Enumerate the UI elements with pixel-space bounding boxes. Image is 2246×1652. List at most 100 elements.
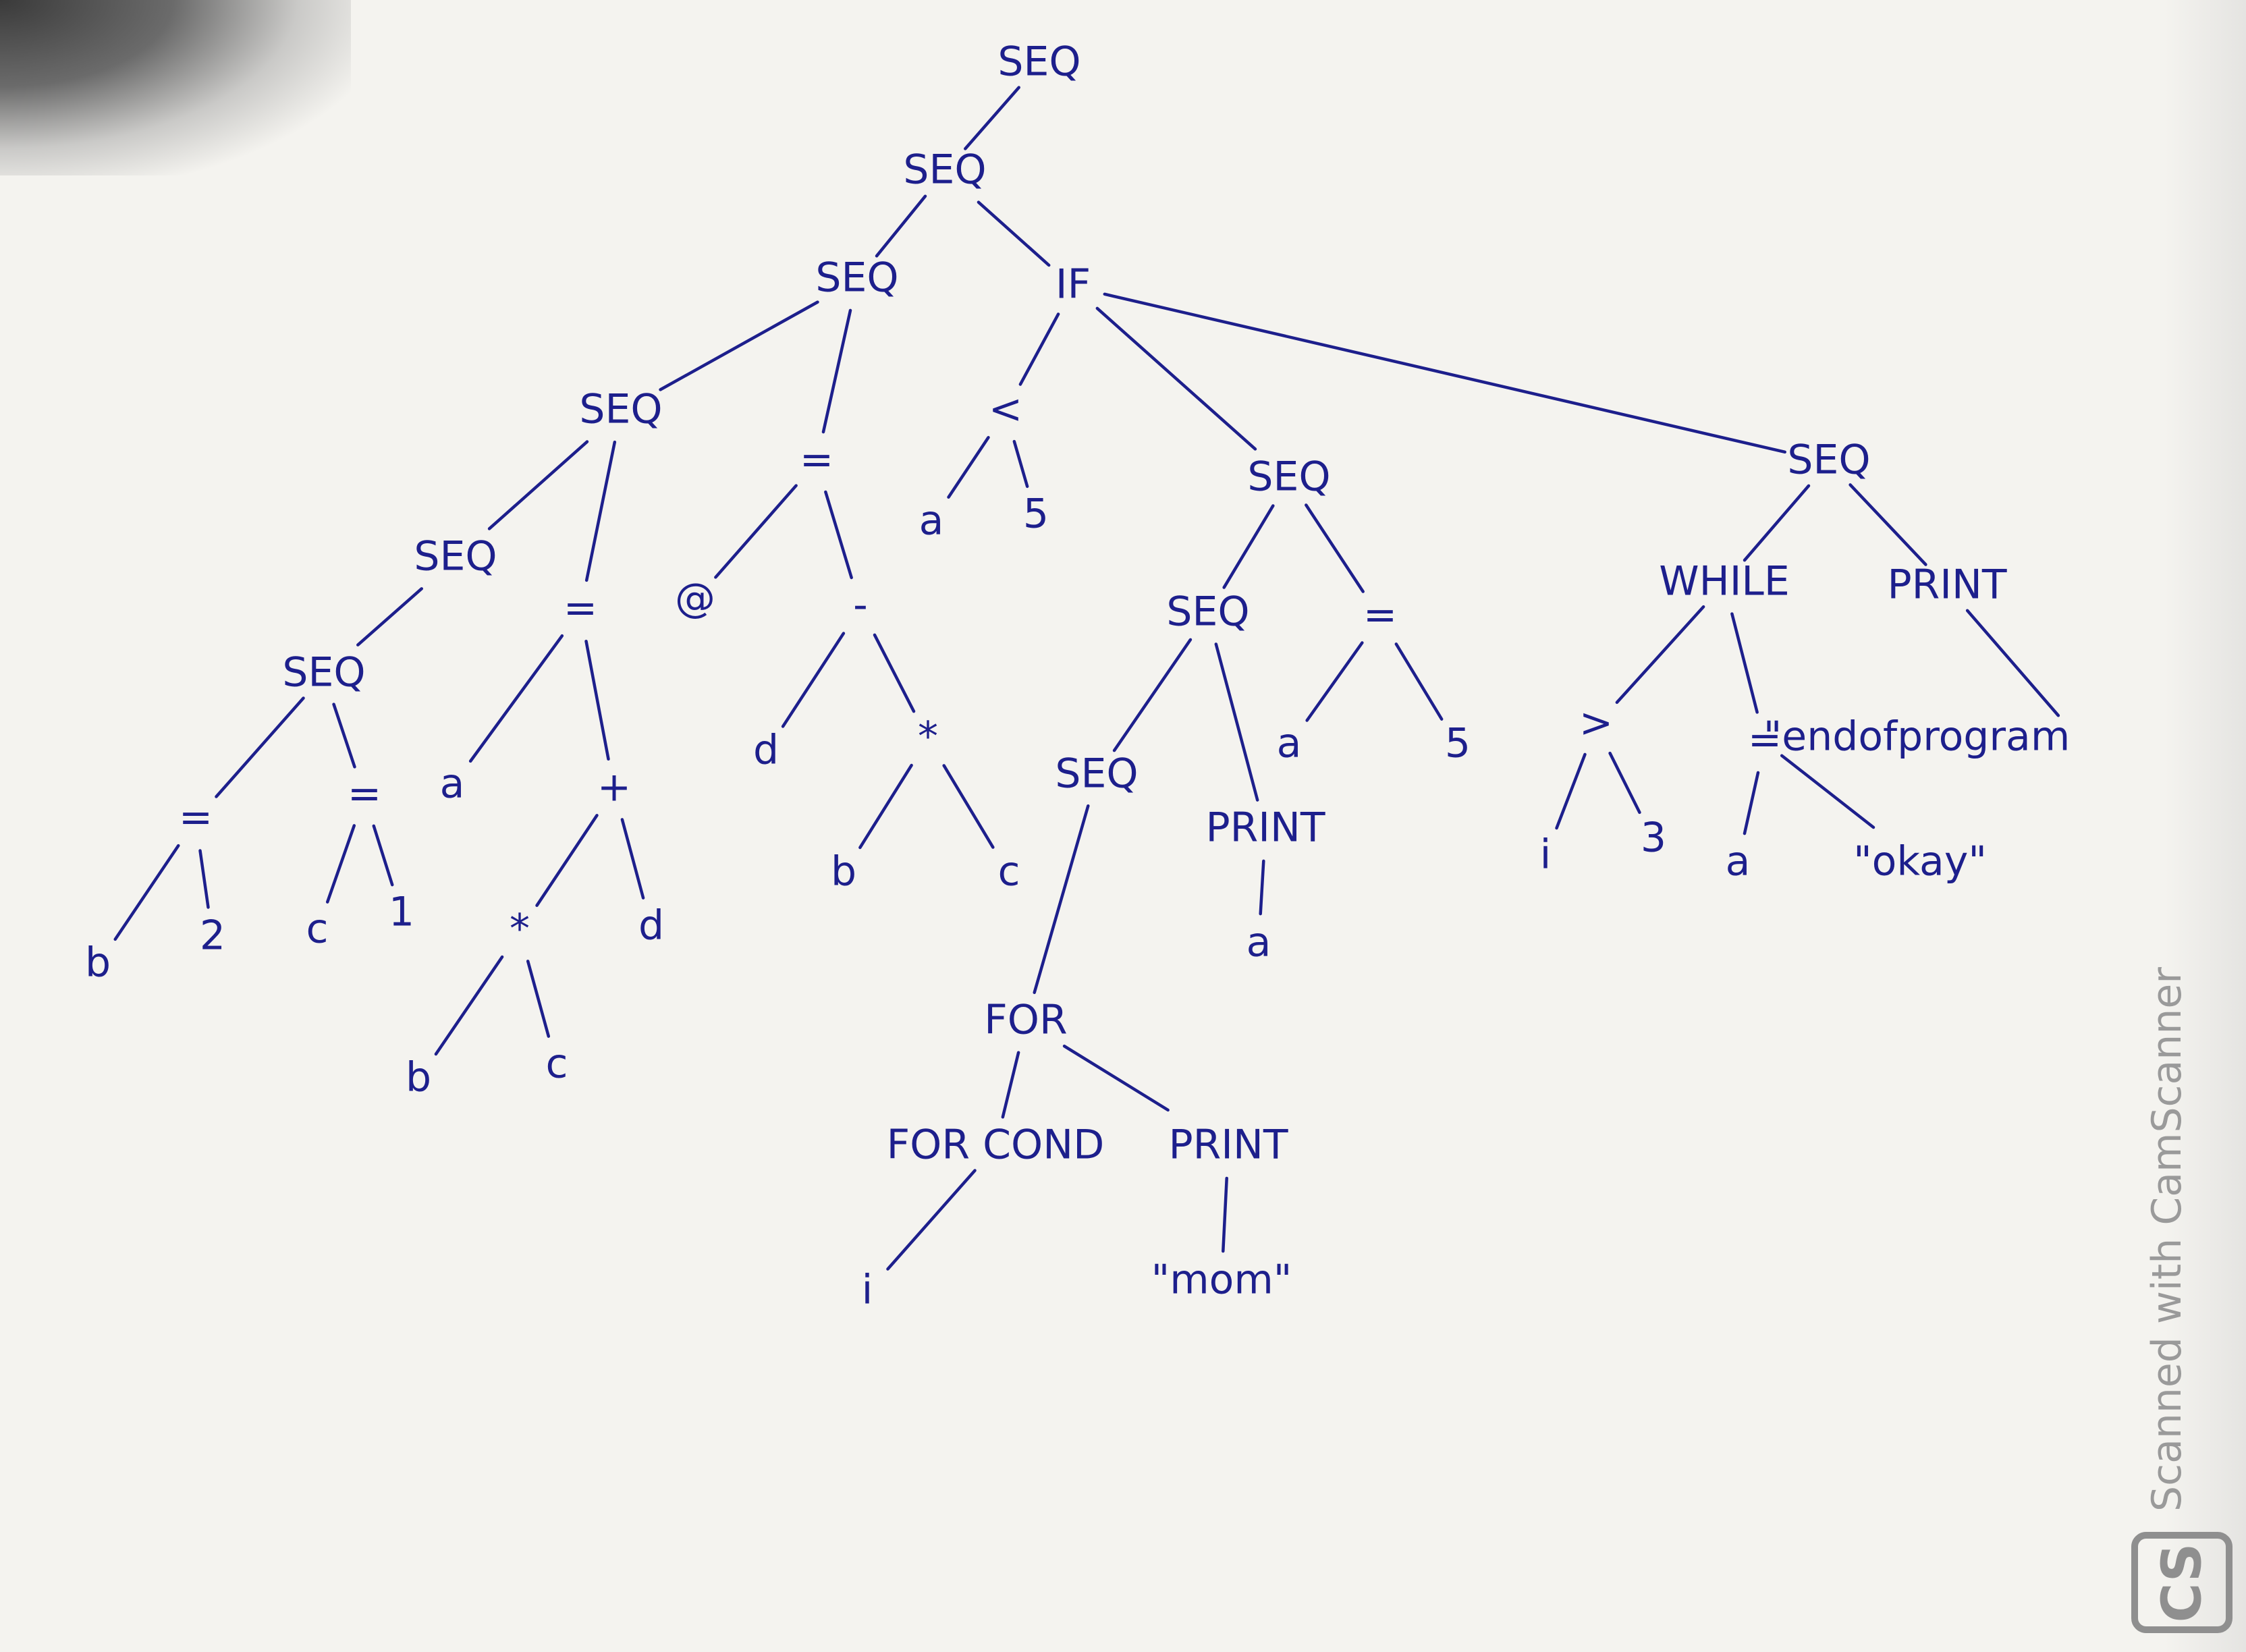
tree-edge-n11-n19 (468, 634, 564, 763)
camscanner-logo-icon: CS (2131, 1532, 2233, 1633)
tree-node-n3: SEQ (815, 254, 898, 302)
tree-edge-n6-n25 (714, 484, 798, 579)
tree-edge-n47-n51 (1608, 751, 1641, 815)
tree-edge-n45-n48 (1730, 612, 1759, 714)
tree-edge-n39-n42 (1062, 1044, 1170, 1112)
tree-node-n33: SEQ (1247, 453, 1330, 501)
tree-edge-n35-n10 (1112, 638, 1193, 752)
tree-node-n45_parent: SEQ (1787, 437, 1870, 484)
tree-node-n38: 5 (1445, 720, 1471, 767)
tree-node-n11: = (564, 585, 597, 632)
tree-node-n31: a (919, 497, 944, 545)
tree-node-n45: WHILE (1659, 558, 1789, 605)
tree-edge-n5-n9 (487, 440, 589, 530)
tree-edge-n45-n47 (1615, 605, 1705, 705)
tree-node-n35: SEQ (1166, 588, 1249, 636)
tree-edge-n35-n36 (1214, 642, 1259, 802)
tree-edge-n1-n2 (964, 86, 1020, 150)
tree-edge-n34-n38 (1394, 642, 1444, 721)
photo-edge-shadow (2165, 0, 2246, 1652)
tree-edge-n2-n4 (977, 200, 1051, 267)
tree-node-n15: b (85, 939, 111, 987)
tree-node-n43: i (862, 1267, 873, 1314)
watermark-logo-text: CS (2150, 1543, 2214, 1622)
tree-edge-n14-n17 (325, 824, 356, 904)
tree-node-n18: 1 (389, 889, 414, 936)
tree-node-n26: - (853, 582, 868, 629)
tree-edge-n11-n20 (584, 639, 610, 761)
tree-edge-n41-n43 (886, 1169, 977, 1271)
tree-edge-n48-n53 (1780, 754, 1875, 829)
tree-node-n24: c (546, 1041, 568, 1088)
tree-edge-n36-n40 (1259, 859, 1265, 916)
tree-node-n1: SEQ (997, 38, 1080, 86)
tree-node-n42: PRINT (1168, 1122, 1288, 1169)
tree-edge-n12-n14 (332, 703, 356, 769)
tree-node-n44: "mom" (1151, 1257, 1292, 1304)
tree-node-n19: a (440, 761, 465, 808)
tree-node-n17: c (306, 906, 329, 953)
tree-edge-n10-n39 (1033, 804, 1090, 995)
tree-node-n7: < (989, 386, 1022, 433)
tree-node-n21: * (510, 906, 530, 953)
tree-node-n5: SEQ (579, 386, 662, 433)
tree-edge-n48-n52 (1743, 771, 1760, 835)
tree-node-n32: 5 (1023, 491, 1049, 538)
tree-node-n41: FOR COND (887, 1122, 1105, 1169)
tree-node-n37: a (1277, 720, 1302, 767)
tree-node-n53: "okay" (1853, 838, 1987, 885)
tree-edge-n20-n21 (535, 814, 599, 907)
tree-edge-n28-n29 (858, 763, 913, 850)
tree-edges (113, 86, 2060, 1271)
tree-node-n47: > (1579, 700, 1613, 747)
tree-node-n34: = (1363, 592, 1397, 639)
tree-edge-n14-n18 (372, 824, 394, 887)
tree-edge-n47-n50 (1555, 752, 1587, 830)
tree-node-n12: SEQ (282, 649, 365, 696)
tree-node-n22: d (638, 902, 664, 949)
tree-edge-n7-n31 (947, 436, 990, 499)
tree-node-n13: = (179, 794, 213, 842)
tree-edge-n4-n45_parent (1103, 292, 1786, 454)
tree-node-n6: = (800, 437, 833, 484)
tree-node-n39: FOR (984, 997, 1067, 1044)
tree-edge-n26-n27 (781, 632, 846, 728)
tree-node-n30: c (998, 848, 1020, 896)
tree-edge-n46-n49 (1965, 609, 2060, 717)
tree-node-n27: d (753, 727, 779, 774)
tree-node-n51: 3 (1641, 815, 1666, 862)
tree-node-n40: a (1247, 919, 1271, 966)
tree-edge-n4-n33 (1095, 306, 1257, 451)
tree-edge-n5-n11 (584, 440, 617, 582)
tree-node-n48: = (1748, 717, 1782, 764)
tree-edge-n45_parent-n45 (1743, 484, 1811, 562)
tree-edge-n39-n41 (1001, 1051, 1020, 1119)
tree-node-n23: b (406, 1054, 431, 1101)
tree-node-n25: @ (675, 575, 715, 622)
tree-edge-n33-n34 (1305, 503, 1365, 593)
tree-node-n49: "endofprogram (1763, 713, 2071, 761)
tree-edge-n9-n12 (356, 587, 424, 646)
tree-node-n16: 2 (200, 912, 225, 960)
tree-edge-n20-n22 (620, 818, 645, 900)
tree-edge-n33-n35 (1222, 504, 1275, 589)
tree-edge-n12-n13 (215, 696, 305, 798)
tree-edge-n45_parent-n46 (1848, 483, 1927, 566)
tree-node-n14: = (348, 771, 381, 818)
tree-edge-n21-n24 (526, 960, 551, 1038)
tree-node-n20: + (597, 764, 631, 811)
photo-corner-shadow (0, 0, 351, 175)
tree-edge-n13-n16 (198, 849, 210, 909)
tree-edge-n3-n6 (821, 308, 852, 434)
tree-node-n36: PRINT (1205, 804, 1325, 852)
tree-edge-n26-n28 (873, 633, 916, 713)
tree-edge-n42-n44 (1222, 1176, 1228, 1253)
tree-node-n10: SEQ (1055, 750, 1138, 798)
tree-edge-n3-n5 (659, 300, 819, 391)
tree-edge-n21-n23 (434, 955, 504, 1056)
tree-edge-n34-n37 (1305, 641, 1364, 722)
tree-node-n28: * (918, 713, 938, 761)
tree-edge-n6-n26 (824, 490, 853, 580)
